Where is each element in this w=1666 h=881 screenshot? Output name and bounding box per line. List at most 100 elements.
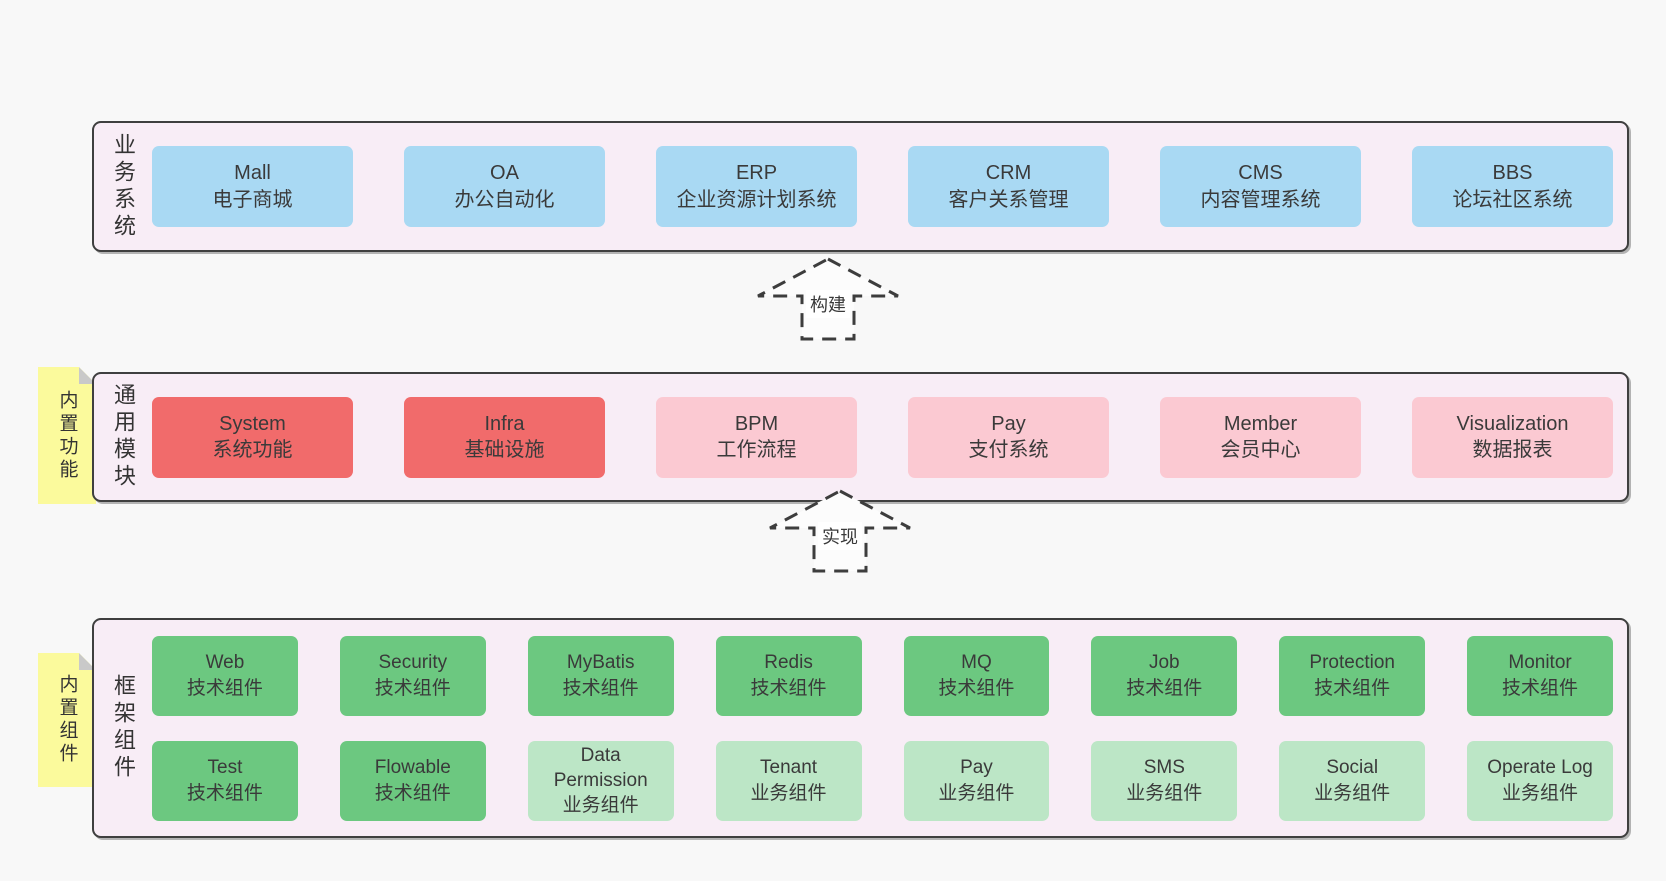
box-subtitle: 技术组件 <box>374 677 451 699</box>
box-title: Operate Log <box>1487 757 1593 779</box>
box-title: OA <box>490 162 519 185</box>
box-title: Pay <box>960 757 993 779</box>
layer-business-systems: 业务系统 Mall 电子商城 OA 办公自动化 ERP 企业资源计划系统 CRM 客户关系管理… <box>92 121 1629 252</box>
box-subtitle: 技术组件 <box>1502 677 1579 699</box>
box-title: Monitor <box>1508 652 1572 674</box>
box-subtitle: 办公自动化 <box>454 188 555 211</box>
layer-label-business-systems: 业务系统 <box>111 132 136 241</box>
box-title: Tenant <box>760 757 818 779</box>
box-cms: CMS 内容管理系统 <box>1160 146 1361 227</box>
box-subtitle: 业务组件 <box>562 795 639 817</box>
box-oa: OA 办公自动化 <box>404 146 605 227</box>
box-subtitle: 技术组件 <box>186 677 263 699</box>
box-subtitle: 企业资源计划系统 <box>676 188 837 211</box>
box-subtitle: 支付系统 <box>968 439 1049 461</box>
box-bpm: BPM 工作流程 <box>656 396 857 478</box>
build-arrow: 构建 <box>755 256 901 342</box>
box-web: Web 技术组件 <box>152 635 298 716</box>
box-title: Pay <box>991 412 1026 435</box>
box-pay: Pay 支付系统 <box>908 396 1109 478</box>
box-subtitle: 会员中心 <box>1220 439 1301 461</box>
box-security: Security 技术组件 <box>339 635 486 716</box>
box-title: SMS <box>1143 757 1185 779</box>
box-subtitle: 论坛社区系统 <box>1452 188 1573 211</box>
box-subtitle: 工作流程 <box>716 439 797 461</box>
box-title: Job <box>1148 652 1180 674</box>
box-redis: Redis 技术组件 <box>715 635 862 716</box>
box-title: CRM <box>985 162 1032 185</box>
box-subtitle: 客户关系管理 <box>948 188 1069 211</box>
box-data-permission: Data Permission 业务组件 <box>527 740 674 821</box>
box-title: BPM <box>734 412 779 435</box>
sticky-note-builtin-features: 内置功能 <box>38 367 96 504</box>
box-row: Mall 电子商城 OA 办公自动化 ERP 企业资源计划系统 CRM 客户关系管理 CMS 内容… <box>152 146 1613 227</box>
layer-label-framework-components: 框架组件 <box>111 674 136 782</box>
box-subtitle: 业务组件 <box>750 782 827 804</box>
box-subtitle: 技术组件 <box>750 677 827 699</box>
box-mq: MQ 技术组件 <box>903 635 1050 716</box>
build-arrow-label: 构建 <box>806 290 850 318</box>
box-title: Security <box>378 652 448 674</box>
implement-arrow: 实现 <box>767 488 913 574</box>
box-member: Member 会员中心 <box>1160 396 1361 478</box>
business-systems-row-container: Mall 电子商城 OA 办公自动化 ERP 企业资源计划系统 CRM 客户关系管理 CMS 内容… <box>152 146 1613 227</box>
box-social: Social 业务组件 <box>1279 740 1426 821</box>
box-title: BBS <box>1492 162 1533 185</box>
box-title: CMS <box>1238 162 1283 185</box>
box-erp: ERP 企业资源计划系统 <box>656 146 857 227</box>
box-title: Web <box>205 652 245 674</box>
box-subtitle: 业务组件 <box>1314 782 1391 804</box>
box-subtitle: 业务组件 <box>938 782 1015 804</box>
box-title: System <box>219 412 286 435</box>
box-title: Test <box>207 757 243 779</box>
box-monitor: Monitor 技术组件 <box>1467 635 1613 716</box>
box-title: ERP <box>735 162 778 185</box>
box-protection: Protection 技术组件 <box>1279 635 1426 716</box>
box-title: Data Permission <box>553 744 648 791</box>
box-title: Social <box>1326 757 1379 779</box>
box-mall: Mall 电子商城 <box>152 146 353 227</box>
box-subtitle: 内容管理系统 <box>1200 188 1321 211</box>
box-subtitle: 业务组件 <box>1126 782 1203 804</box>
box-subtitle: 业务组件 <box>1502 782 1579 804</box>
box-title: Member <box>1223 412 1298 435</box>
box-title: Mall <box>234 162 271 185</box>
box-visualization: Visualization 数据报表 <box>1412 396 1613 478</box>
box-flowable: Flowable 技术组件 <box>339 740 486 821</box>
box-operate-log: Operate Log 业务组件 <box>1467 740 1613 821</box>
box-subtitle: 技术组件 <box>374 782 451 804</box>
implement-arrow-label: 实现 <box>818 522 862 550</box>
box-mybatis: MyBatis 技术组件 <box>527 635 674 716</box>
box-subtitle: 系统功能 <box>212 439 293 461</box>
box-tenant: Tenant 业务组件 <box>715 740 862 821</box>
box-crm: CRM 客户关系管理 <box>908 146 1109 227</box>
box-title: Redis <box>764 652 813 674</box>
box-system: System 系统功能 <box>152 396 353 478</box>
box-subtitle: 技术组件 <box>1314 677 1391 699</box>
box-sms: SMS 业务组件 <box>1091 740 1238 821</box>
box-subtitle: 技术组件 <box>186 782 263 804</box>
box-subtitle: 电子商城 <box>212 188 293 211</box>
box-subtitle: 技术组件 <box>938 677 1015 699</box>
box-pay: Pay 业务组件 <box>903 740 1050 821</box>
box-title: MyBatis <box>566 652 635 674</box>
box-title: Infra <box>484 412 525 435</box>
box-test: Test 技术组件 <box>152 740 298 821</box>
box-title: Protection <box>1309 652 1395 674</box>
box-title: MQ <box>961 652 992 674</box>
box-title: Flowable <box>374 757 451 779</box>
box-title: Visualization <box>1456 412 1569 435</box>
box-subtitle: 数据报表 <box>1472 439 1553 461</box>
sticky-note-builtin-components: 内置组件 <box>38 653 96 787</box>
box-subtitle: 技术组件 <box>562 677 639 699</box>
box-bbs: BBS 论坛社区系统 <box>1412 146 1613 227</box>
